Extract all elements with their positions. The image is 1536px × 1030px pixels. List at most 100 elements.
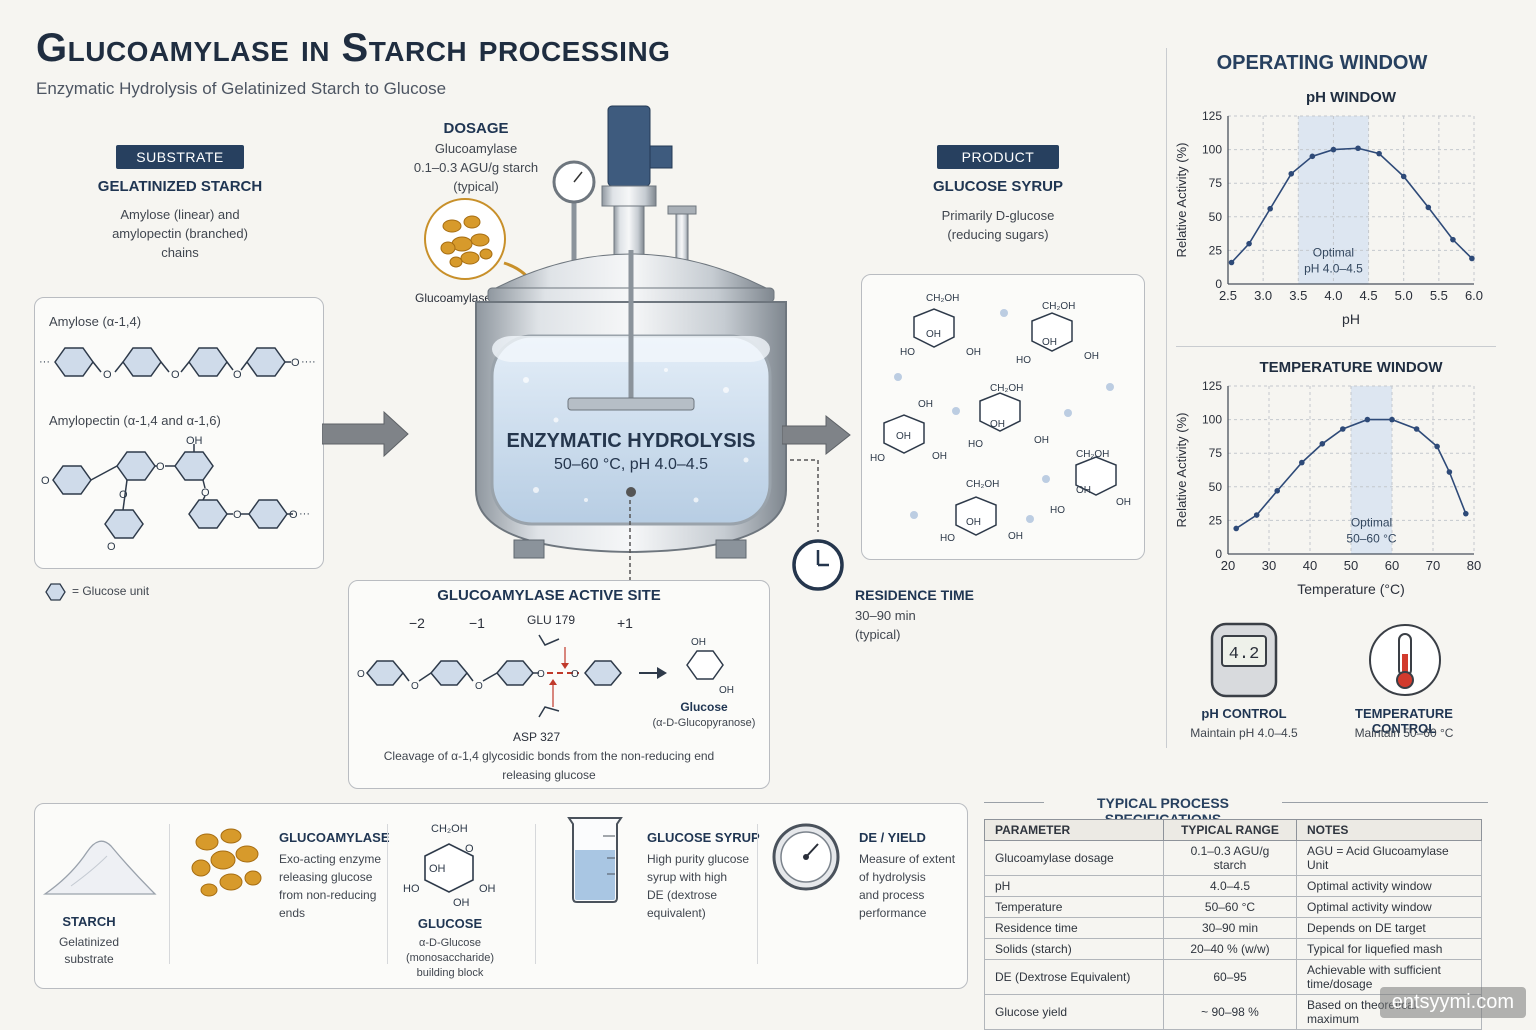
legend-line: performance <box>859 906 927 920</box>
oxygen-label: O <box>119 489 128 501</box>
active-site-caption: Cleavage of α-1,4 glycosidic bonds from … <box>349 747 749 785</box>
legend-line: and process <box>859 888 925 902</box>
data-point <box>1274 488 1280 494</box>
oxygen-label: O <box>571 669 579 680</box>
legend-line: Exo-acting enzyme <box>279 852 382 866</box>
oxygen-label: O <box>156 461 165 473</box>
legend-divider <box>535 824 536 964</box>
substrate-desc-line: Amylose (linear) and <box>120 207 240 222</box>
table-cell: 30–90 min <box>1163 917 1297 939</box>
optimal-band <box>1351 386 1392 554</box>
data-point <box>1228 259 1235 266</box>
oxygen-label: O <box>289 509 298 521</box>
reactor-probe-line <box>629 500 631 582</box>
oxygen-label: O <box>291 357 300 369</box>
table-cell: pH <box>984 875 1164 897</box>
legend-line: substrate <box>64 952 114 966</box>
ch2oh-label: CH₂OH <box>926 293 959 304</box>
x-tick-label: 2.5 <box>1219 288 1237 303</box>
amylose-label: Amylose (α-1,4) <box>49 314 142 329</box>
hydroxyl-label: OH <box>453 897 470 908</box>
beaker-icon <box>567 817 623 903</box>
data-point <box>1413 426 1420 432</box>
x-tick-label: 6.0 <box>1465 288 1483 303</box>
chart-separator <box>1176 346 1496 347</box>
y-axis-label: Relative Activity (%) <box>1174 413 1189 528</box>
specs-header-cell: PARAMETER <box>984 819 1164 841</box>
starch-structure-panel: Amylose (α-1,4) ··· O O O O ···· Amylope… <box>34 297 324 569</box>
oxygen-label: O <box>233 509 242 521</box>
legend-line: releasing glucose <box>279 870 373 884</box>
ho-label: HO <box>1016 355 1031 366</box>
legend-line: from non-reducing <box>279 888 377 902</box>
ho-label: HO <box>403 883 420 895</box>
specs-header-cell: NOTES <box>1296 819 1482 841</box>
legend-glucoamylase-title: GLUCOAMYLASE <box>279 830 390 845</box>
product-title: GLUCOSE SYRUP <box>932 178 1064 195</box>
hydroxyl-label: OH <box>1042 337 1057 348</box>
x-tick-label: 20 <box>1221 558 1235 573</box>
ho-label: HO <box>940 533 955 544</box>
data-point <box>1340 426 1346 432</box>
table-cell: 60–95 <box>1163 959 1297 995</box>
table-cell: 4.0–4.5 <box>1163 875 1297 897</box>
hydroxyl-label: OH <box>966 517 981 528</box>
svg-text:···: ··· <box>299 508 310 520</box>
temp-control-desc: Maintain 50–60 °C <box>1354 726 1454 740</box>
dosage-desc: Glucoamylase 0.1–0.3 AGU/g starch (typic… <box>396 139 556 196</box>
watermark: entsyymi.com <box>1379 987 1526 1018</box>
hydroxyl-label: OH <box>932 451 947 462</box>
legend-line: Measure of extent <box>859 852 956 866</box>
glucose-unit-icon <box>45 583 66 601</box>
oxygen-label: O <box>171 369 180 381</box>
legend-glucoamylase-desc: Exo-acting enzyme releasing glucose from… <box>279 850 381 922</box>
data-point <box>1299 459 1305 466</box>
optimal-label: Optimal <box>1351 515 1392 529</box>
hydroxyl-label: OH <box>926 329 941 340</box>
y-tick-label: 50 <box>1209 480 1223 494</box>
thermometer-icon <box>1369 624 1441 696</box>
data-point <box>1434 443 1440 450</box>
glucose-unit-legend: = Glucose unit <box>72 584 150 598</box>
x-tick-label: 60 <box>1385 558 1399 573</box>
operating-divider <box>1166 48 1167 748</box>
table-row: Solids (starch)20–40 % (w/w)Typical for … <box>984 938 1482 960</box>
temp-control-title: TEMPERATURE CONTROL <box>1355 706 1453 736</box>
y-tick-label: 100 <box>1202 143 1222 157</box>
glucoamylase-enzyme-icon <box>191 828 262 897</box>
x-tick-label: 3.0 <box>1254 288 1272 303</box>
enzyme-label: Glucoamylase <box>414 291 492 305</box>
y-tick-label: 75 <box>1209 446 1223 460</box>
data-point <box>1253 512 1260 518</box>
oxygen-label: O <box>103 369 112 381</box>
legend-line: DE (dextrose <box>647 888 718 902</box>
legend-panel: STARCH Gelatinized substrate GLUCOAMYLAS… <box>34 803 968 989</box>
y-tick-label: 25 <box>1209 243 1223 257</box>
hydroxyl-label: OH <box>186 435 203 447</box>
table-cell: Temperature <box>984 896 1164 918</box>
optimal-label: Optimal <box>1313 245 1354 259</box>
operating-title: OPERATING WINDOW <box>1216 52 1428 74</box>
data-point <box>1389 416 1395 423</box>
ph-control-desc: Maintain pH 4.0–4.5 <box>1190 726 1298 740</box>
specs-header-cell: TYPICAL RANGE <box>1163 819 1297 841</box>
oxygen-label: O <box>357 669 365 680</box>
table-cell: Glucose yield <box>984 994 1164 1030</box>
y-tick-label: 125 <box>1202 109 1222 123</box>
page-subtitle: Enzymatic Hydrolysis of Gelatinized Star… <box>36 79 447 98</box>
amylopectin-label: Amylopectin (α-1,4 and α-1,6) <box>49 413 221 428</box>
oxygen-label: O <box>411 681 419 692</box>
hydroxyl-label: OH <box>479 883 496 895</box>
table-cell: 0.1–0.3 AGU/g starch <box>1163 840 1297 876</box>
substrate-desc-line: chains <box>161 245 199 260</box>
oxygen-label: O <box>475 681 483 692</box>
data-point <box>1330 146 1337 153</box>
chart-title: TEMPERATURE WINDOW <box>1259 359 1443 376</box>
table-cell: Depends on DE target <box>1296 917 1482 939</box>
legend-line: equivalent) <box>647 906 706 920</box>
table-cell: 20–40 % (w/w) <box>1163 938 1297 960</box>
gauge-icon <box>772 823 840 891</box>
